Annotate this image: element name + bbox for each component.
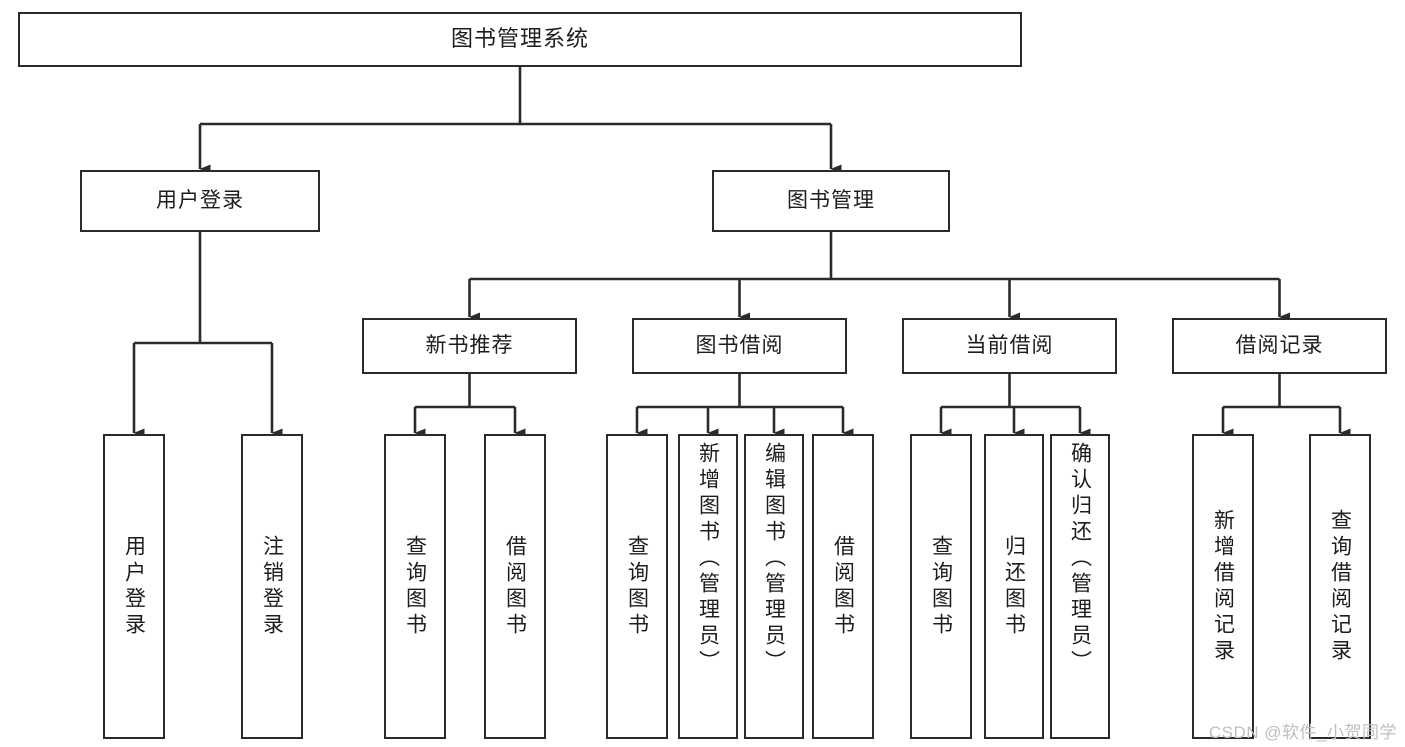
node-book-manage-label: 图书管理 [787, 189, 875, 213]
node-leaf-confirm-return-admin-label: 确认归还（管理员） [1068, 442, 1092, 676]
node-leaf-return-book[interactable]: 归还图书 [984, 434, 1044, 739]
node-leaf-query-borrow-record[interactable]: 查询借阅记录 [1309, 434, 1371, 739]
node-leaf-borrow-book-1-label: 借阅图书 [503, 534, 527, 639]
node-book-borrow-label: 图书借阅 [695, 334, 784, 358]
node-leaf-query-borrow-record-label: 查询借阅记录 [1328, 508, 1352, 665]
node-leaf-borrow-book-2[interactable]: 借阅图书 [812, 434, 874, 739]
node-leaf-query-book-3-label: 查询图书 [929, 534, 953, 639]
node-leaf-borrow-book-2-label: 借阅图书 [831, 534, 855, 639]
node-user-login-label: 用户登录 [156, 189, 244, 213]
node-leaf-edit-book-admin[interactable]: 编辑图书（管理员） [744, 434, 804, 739]
node-leaf-query-book-3[interactable]: 查询图书 [910, 434, 972, 739]
node-current-borrow[interactable]: 当前借阅 [902, 318, 1117, 374]
node-leaf-user-logout-label: 注销登录 [260, 534, 284, 639]
node-root[interactable]: 图书管理系统 [18, 12, 1022, 67]
node-borrow-record-label: 借阅记录 [1235, 334, 1324, 358]
node-leaf-edit-book-admin-label: 编辑图书（管理员） [762, 442, 786, 676]
node-leaf-add-borrow-record-label: 新增借阅记录 [1211, 508, 1235, 665]
node-user-login[interactable]: 用户登录 [80, 170, 320, 232]
node-leaf-borrow-book-1[interactable]: 借阅图书 [484, 434, 546, 739]
node-book-borrow[interactable]: 图书借阅 [632, 318, 847, 374]
node-leaf-return-book-label: 归还图书 [1002, 534, 1026, 639]
node-leaf-user-login[interactable]: 用户登录 [103, 434, 165, 739]
node-new-book-recommend-label: 新书推荐 [425, 334, 514, 358]
node-leaf-add-book-admin[interactable]: 新增图书（管理员） [678, 434, 738, 739]
node-root-label: 图书管理系统 [450, 26, 589, 52]
node-leaf-query-book-2[interactable]: 查询图书 [606, 434, 668, 739]
node-leaf-query-book-1[interactable]: 查询图书 [384, 434, 446, 739]
node-leaf-confirm-return-admin[interactable]: 确认归还（管理员） [1050, 434, 1110, 739]
node-borrow-record[interactable]: 借阅记录 [1172, 318, 1387, 374]
node-current-borrow-label: 当前借阅 [965, 334, 1054, 358]
node-new-book-recommend[interactable]: 新书推荐 [362, 318, 577, 374]
node-leaf-query-book-2-label: 查询图书 [625, 534, 649, 639]
node-book-manage[interactable]: 图书管理 [712, 170, 950, 232]
node-leaf-user-logout[interactable]: 注销登录 [241, 434, 303, 739]
node-leaf-user-login-label: 用户登录 [122, 534, 146, 639]
node-leaf-add-book-admin-label: 新增图书（管理员） [696, 442, 720, 676]
node-leaf-query-book-1-label: 查询图书 [403, 534, 427, 639]
node-leaf-add-borrow-record[interactable]: 新增借阅记录 [1192, 434, 1254, 739]
